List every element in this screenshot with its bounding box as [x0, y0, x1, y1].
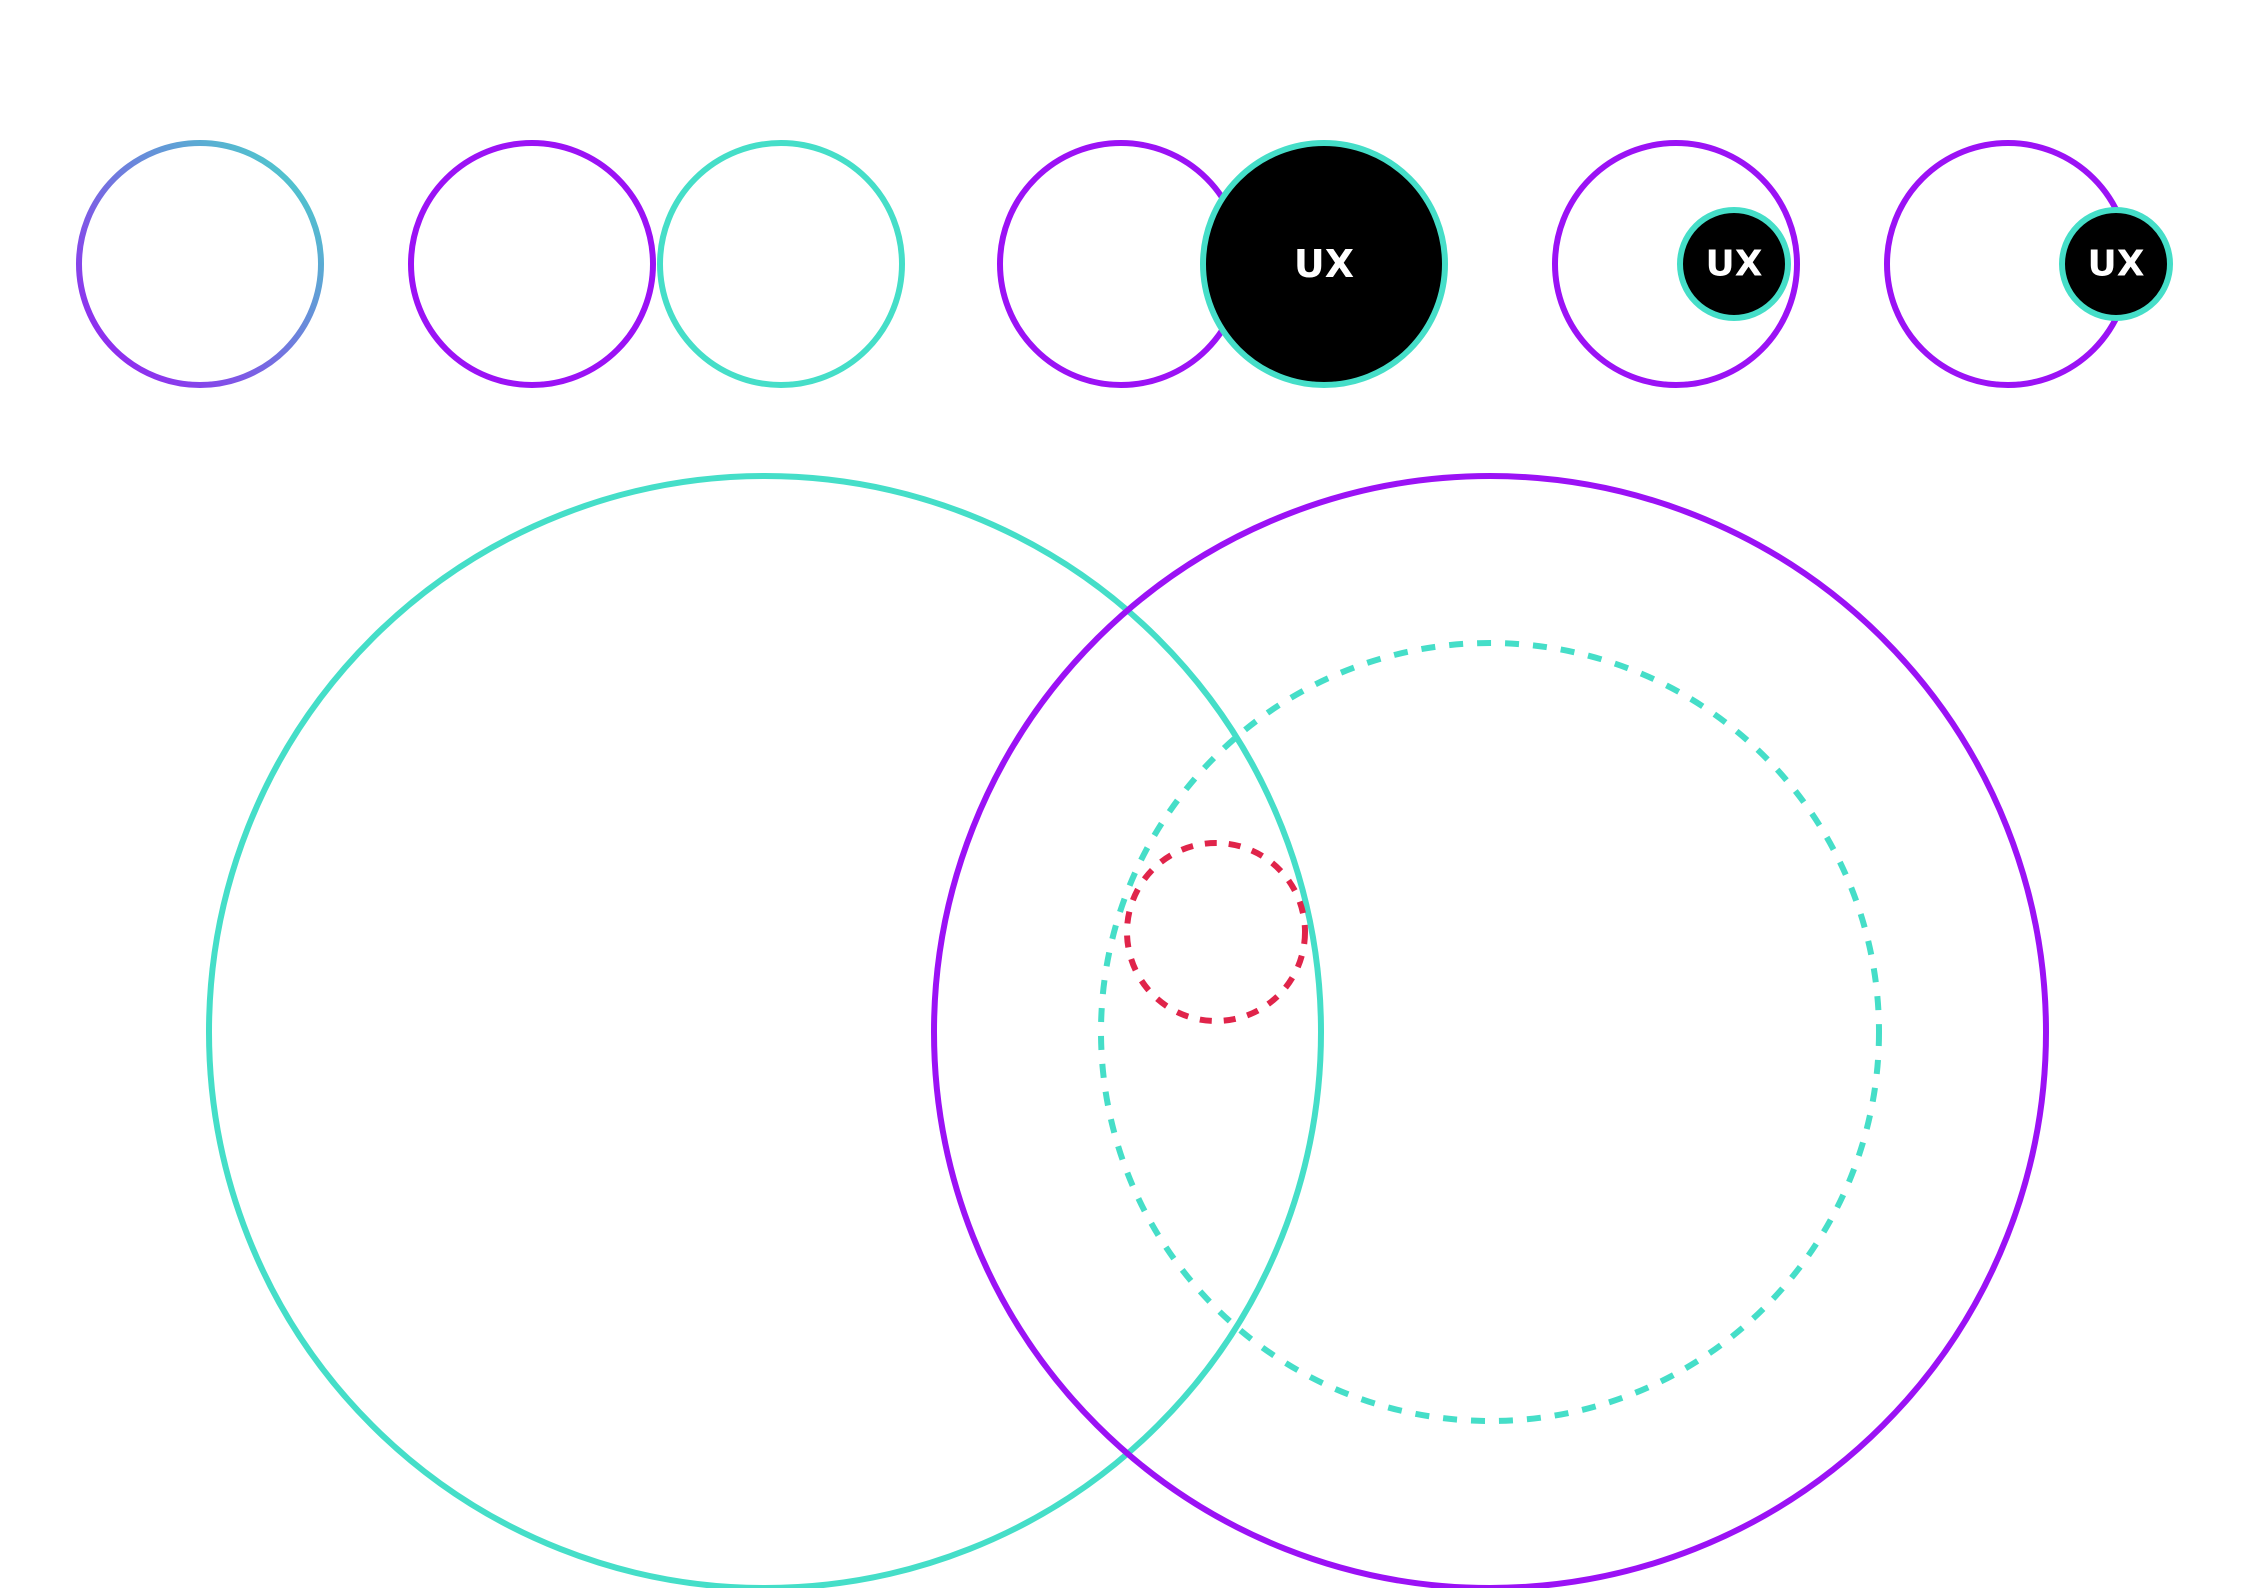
dashed-teal-circle — [1098, 640, 1882, 1424]
step-3-large-ux-group: UX — [997, 140, 1448, 388]
teal-circle — [657, 140, 905, 388]
step-4-inner-ux-group: UX — [1552, 140, 1800, 388]
purple-circle — [408, 140, 656, 388]
gradient-circle — [76, 140, 324, 388]
purple-circle — [1552, 140, 1800, 388]
overlap-diagram — [206, 473, 2049, 1588]
large-purple-circle — [931, 473, 2049, 1588]
ux-label: UX — [1294, 242, 1354, 286]
ux-label: UX — [1706, 244, 1763, 285]
step-2-separate-circles-group — [408, 140, 905, 388]
ux-circle-large — [1200, 140, 1448, 388]
large-teal-circle — [206, 473, 1324, 1588]
ux-circle-small — [2059, 207, 2173, 321]
ux-circle-small — [1677, 207, 1791, 321]
ux-label: UX — [2088, 244, 2145, 285]
step-1-gradient-circle-group — [76, 140, 324, 388]
dashed-red-circle — [1124, 840, 1308, 1024]
step-5-edge-ux-group: UX — [1884, 140, 2173, 388]
